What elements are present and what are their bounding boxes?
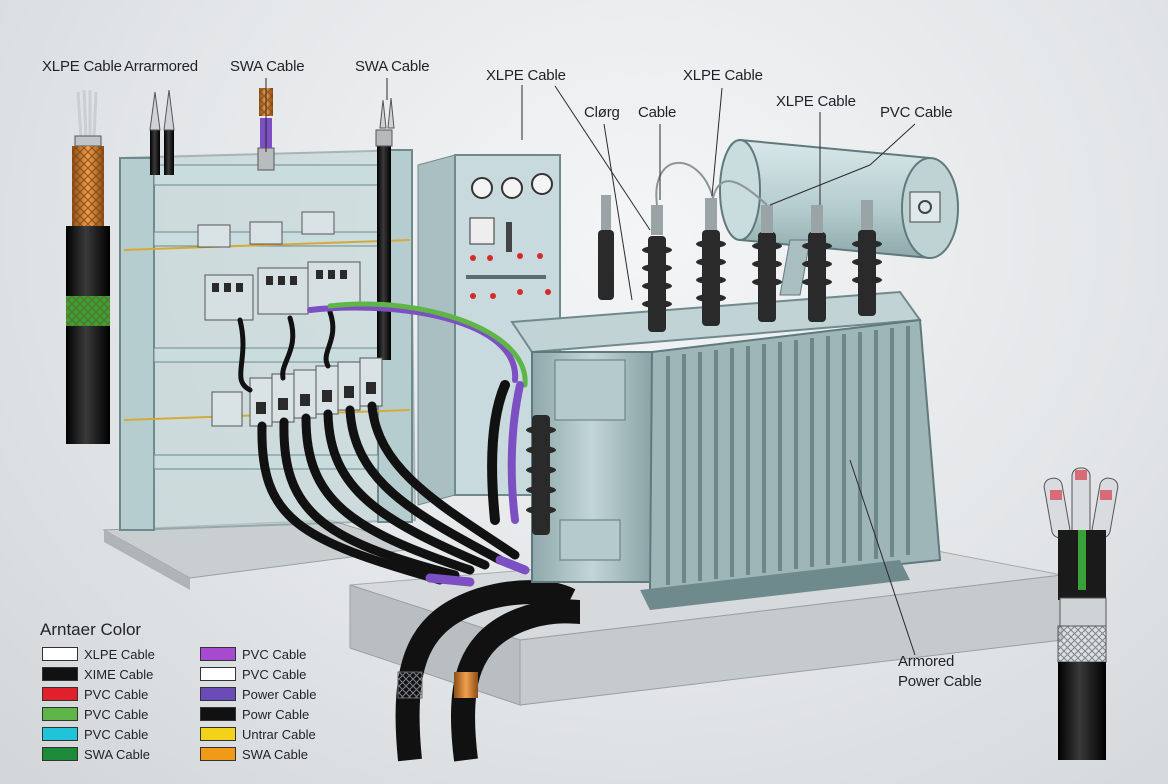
legend-swatch bbox=[200, 727, 236, 741]
legend-item: XLPE Cable bbox=[42, 646, 155, 662]
legend-item: SWA Cable bbox=[42, 746, 150, 762]
legend-label: PVC Cable bbox=[84, 686, 149, 702]
legend-label: XIΜE Cable bbox=[84, 666, 154, 682]
label-clorg: Clørg bbox=[584, 104, 620, 121]
legend-swatch bbox=[200, 667, 236, 681]
legend-swatch bbox=[42, 687, 78, 701]
bushings bbox=[526, 161, 882, 535]
label-xlpe-cable-mid: XLPE Cable bbox=[486, 67, 566, 84]
armored-cable-pair bbox=[149, 89, 175, 175]
legend-item: Power Cable bbox=[200, 686, 316, 702]
legend-swatch bbox=[200, 707, 236, 721]
legend-label: Untrar Cable bbox=[242, 726, 316, 742]
label-arrarmored: Arrarmored bbox=[124, 58, 198, 75]
legend-label: Powr Cable bbox=[242, 706, 310, 722]
label-swa-cable-1: SWA Cable bbox=[230, 58, 305, 75]
underground-power-cables bbox=[395, 580, 581, 762]
legend-swatch bbox=[42, 727, 78, 741]
armored-cable-cross-section bbox=[1043, 467, 1119, 760]
legend-label: SWA Cable bbox=[242, 746, 308, 762]
legend-label: PVC Cable bbox=[84, 706, 149, 722]
legend-swatch bbox=[200, 747, 236, 761]
legend-item: PVC Cable bbox=[42, 706, 148, 722]
label-xlpe-cable-right: XLPE Cable bbox=[776, 93, 856, 110]
label-xlpe-cable-top: XLPE Cable bbox=[683, 67, 763, 84]
legend-item: XIΜE Cable bbox=[42, 666, 153, 682]
legend-title: Arntaer Color bbox=[40, 620, 142, 639]
legend-item: PVC Cable bbox=[200, 646, 306, 662]
legend-swatch bbox=[42, 747, 78, 761]
label-xlpe-cable-left: XLPE Cable bbox=[42, 58, 122, 75]
legend-swatch bbox=[42, 707, 78, 721]
legend-item: Powr Cable bbox=[200, 706, 309, 722]
xlpe-cable-cross-section bbox=[66, 89, 110, 444]
legend-item: SWA Cable bbox=[200, 746, 308, 762]
label-armored-line2: Power Cable bbox=[898, 673, 982, 690]
legend-swatch bbox=[200, 687, 236, 701]
legend-label: PVC Cable bbox=[242, 646, 307, 662]
label-swa-cable-2: SWA Cable bbox=[355, 58, 430, 75]
rack-cable-bundle bbox=[237, 301, 530, 587]
label-armored-line1: Armored bbox=[898, 653, 955, 670]
legend-item: PVC Cable bbox=[42, 686, 148, 702]
legend-label: SWA Cable bbox=[84, 746, 150, 762]
legend-swatch bbox=[42, 667, 78, 681]
legend-item: PVC Cable bbox=[200, 666, 306, 682]
legend-label: Power Cable bbox=[242, 686, 317, 702]
legend-label: PVC Cable bbox=[242, 666, 307, 682]
legend-label: PVC Cable bbox=[84, 726, 149, 742]
label-cable: Cable bbox=[638, 104, 677, 121]
leader-lines bbox=[265, 78, 916, 656]
legend-swatch bbox=[200, 647, 236, 661]
label-pvc-cable-top: PVC Cable bbox=[880, 104, 953, 121]
power-transformer bbox=[510, 290, 942, 610]
legend-swatch bbox=[42, 647, 78, 661]
legend-item: PVC Cable bbox=[42, 726, 148, 742]
legend-item: Untrar Cable bbox=[200, 726, 316, 742]
legend-label: XLPE Cable bbox=[84, 646, 155, 662]
breaker-modules bbox=[197, 211, 383, 427]
conservator-tank bbox=[719, 138, 959, 296]
